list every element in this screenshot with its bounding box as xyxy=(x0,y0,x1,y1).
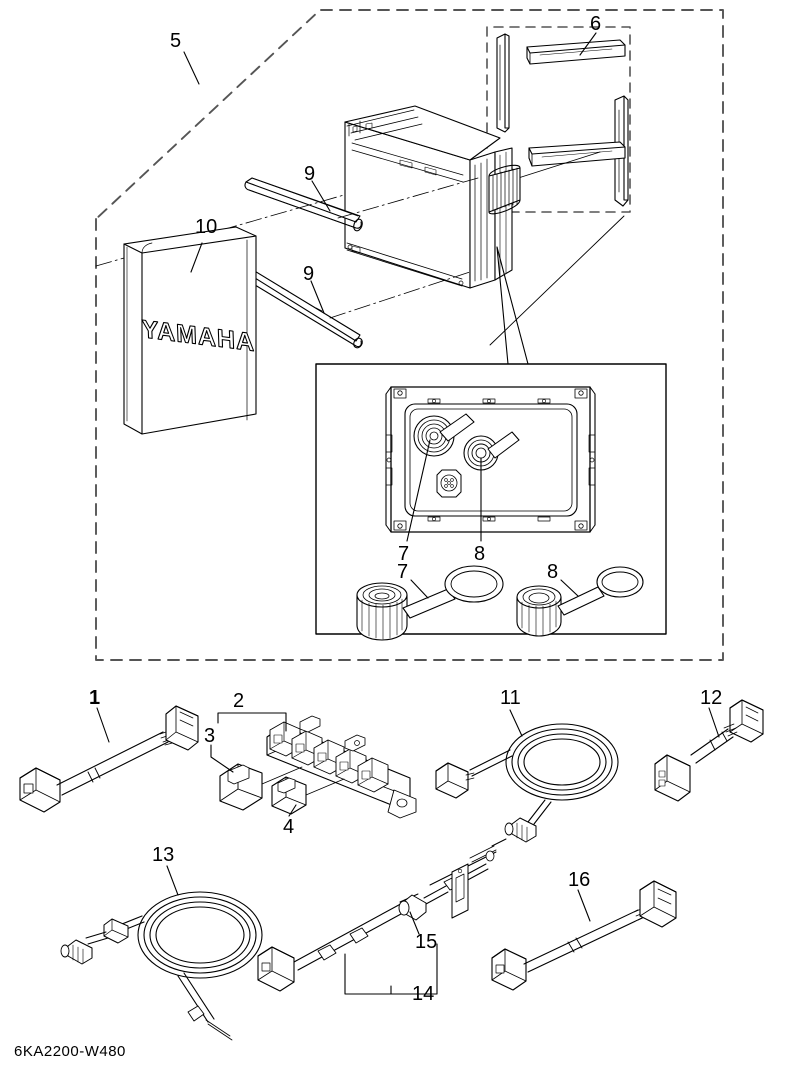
callout-10: 10 xyxy=(195,216,217,238)
leader-9-upper xyxy=(311,180,331,212)
power-cable-coiled xyxy=(60,891,263,1041)
leader-display-to-inset xyxy=(496,246,529,365)
port-cap-7 xyxy=(356,565,504,641)
leader-9-lower xyxy=(310,280,325,314)
callout-8-cap: 8 xyxy=(547,561,558,583)
transducer-harness xyxy=(257,838,507,992)
callout-11: 11 xyxy=(500,687,521,709)
bezel-trim-set xyxy=(496,33,629,207)
mounting-knob xyxy=(488,164,521,215)
wiring-harness-short xyxy=(19,705,199,813)
callout-6: 6 xyxy=(590,13,601,35)
leader-4-to-box xyxy=(305,778,345,796)
leader-13 xyxy=(166,865,179,896)
mounting-rail-upper xyxy=(244,177,363,232)
callout-9-upper: 9 xyxy=(304,163,315,185)
callout-7-cap: 7 xyxy=(397,561,408,583)
callout-13: 13 xyxy=(152,844,174,866)
leader-10 xyxy=(190,242,203,273)
leader-8-cap xyxy=(560,579,579,597)
leader-5 xyxy=(183,51,200,85)
leader-4 xyxy=(288,804,297,817)
callout-7-port: 7 xyxy=(398,543,409,565)
sun-cover xyxy=(123,226,257,435)
callout-16: 16 xyxy=(568,869,590,891)
extension-harness xyxy=(491,880,677,991)
port-8 xyxy=(463,431,520,471)
leader-15 xyxy=(409,911,420,935)
callout-14: 14 xyxy=(412,983,434,1005)
part-number-label: 6KA2200-W480 xyxy=(14,1043,126,1060)
port-cap-8 xyxy=(516,566,644,637)
leader-display-to-bezel xyxy=(489,151,625,346)
leader-11 xyxy=(509,709,523,737)
callout-1: 1 xyxy=(89,687,100,709)
display-unit xyxy=(344,105,521,289)
aux-connector xyxy=(436,469,462,498)
group-5-dashed-boundary xyxy=(95,9,724,661)
leader-2-bracket xyxy=(217,712,287,732)
junction-box-assembly xyxy=(266,715,417,819)
leader-1 xyxy=(96,707,110,743)
adapter-harness xyxy=(654,699,764,802)
connector-cap-large xyxy=(219,763,263,811)
data-cable-coiled xyxy=(435,723,619,843)
leader-7-cap xyxy=(410,579,429,599)
alignment-lines xyxy=(95,177,479,319)
leader-3 xyxy=(210,744,234,773)
leader-14-bracket xyxy=(344,943,438,995)
callout-8-port: 8 xyxy=(474,543,485,565)
group-6-dashed-boundary xyxy=(486,26,631,213)
leader-12 xyxy=(708,707,720,738)
callout-15: 15 xyxy=(415,931,437,953)
leader-7-port xyxy=(406,439,431,542)
callout-5: 5 xyxy=(170,30,181,52)
leader-16 xyxy=(577,889,591,922)
leader-3-to-box xyxy=(261,766,303,785)
display-rear-panel xyxy=(385,386,596,533)
callout-4: 4 xyxy=(283,816,294,838)
leader-6 xyxy=(579,32,597,56)
callout-9-lower: 9 xyxy=(303,263,314,285)
connector-cap-small xyxy=(271,776,307,815)
callout-2: 2 xyxy=(233,690,244,712)
port-7 xyxy=(413,413,475,457)
callout-3: 3 xyxy=(204,725,215,747)
callout-12: 12 xyxy=(700,687,722,709)
